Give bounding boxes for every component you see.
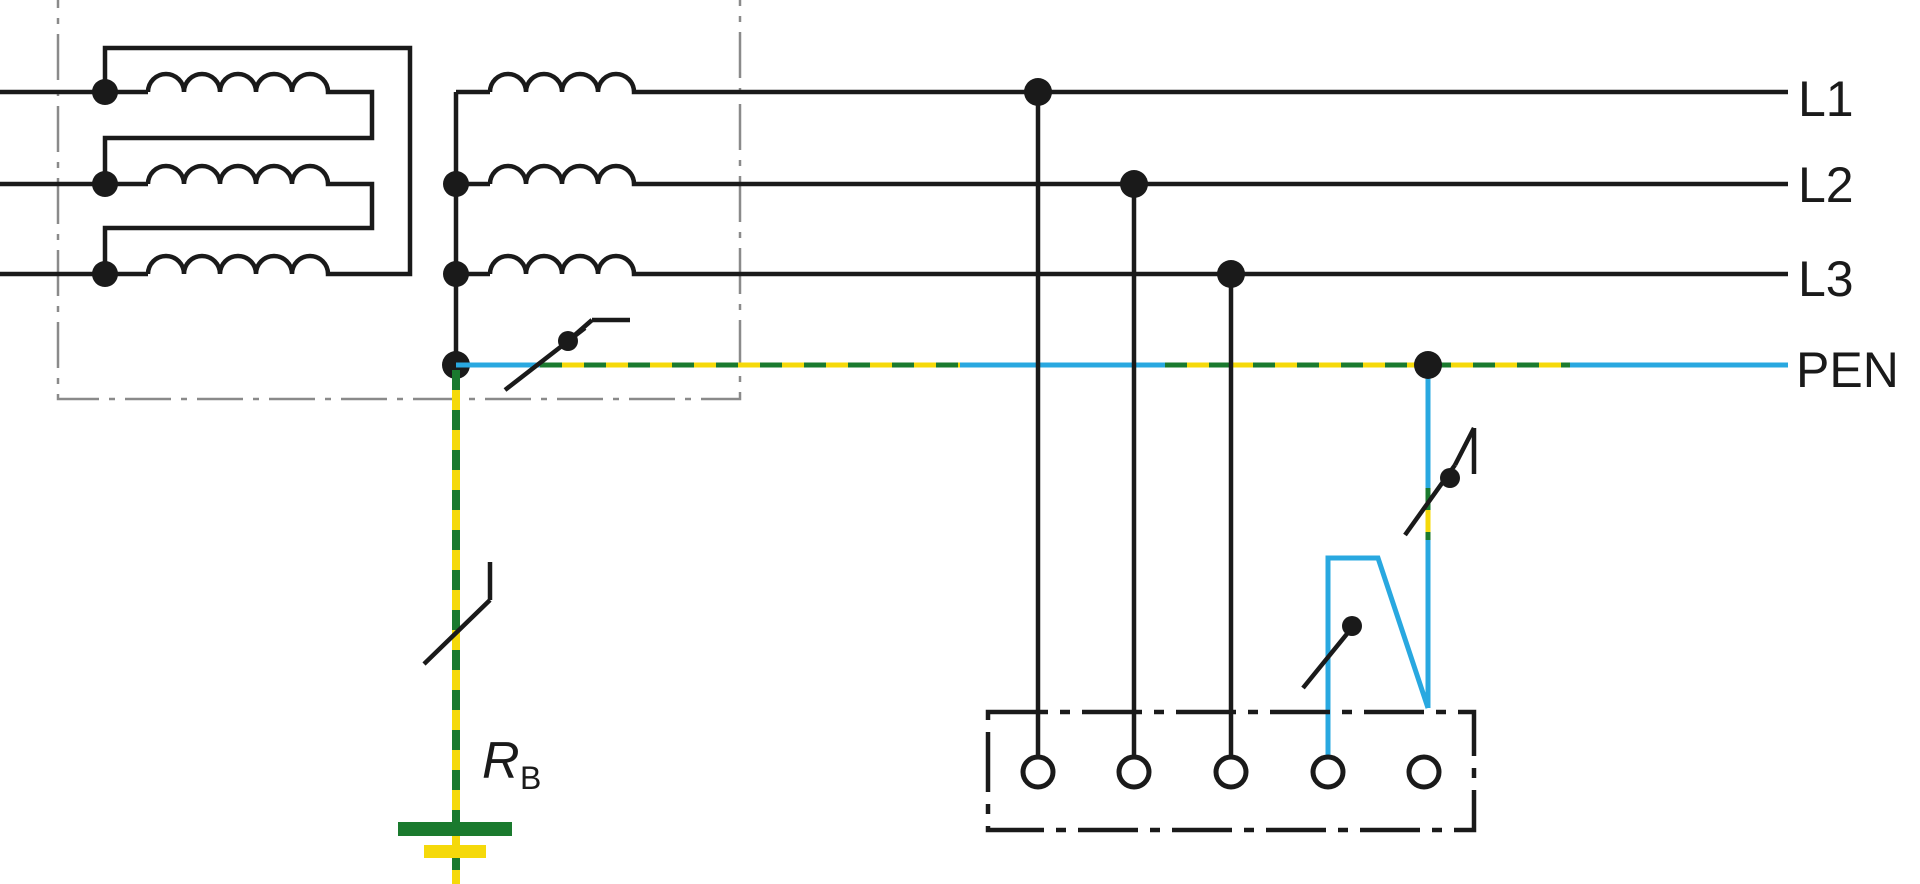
pen-split-dot	[1414, 351, 1442, 379]
l2-label: L2	[1798, 157, 1854, 213]
secondary-coil-3	[487, 253, 680, 277]
terminal-l2	[1116, 754, 1152, 790]
earth-electrode	[398, 822, 512, 858]
secondary-coil-1	[487, 71, 680, 95]
earthing-marking-symbol	[422, 562, 493, 666]
terminals	[1020, 754, 1442, 790]
primary-coil-3	[145, 253, 331, 277]
secondary-winding-star	[442, 71, 680, 379]
pen-label: PEN	[1796, 342, 1899, 398]
terminal-n	[1310, 754, 1346, 790]
primary-coil-2	[145, 163, 331, 187]
l1-label: L1	[1798, 71, 1854, 127]
primary-coil-1	[145, 71, 331, 95]
terminal-pe	[1406, 754, 1442, 790]
pen-split	[1301, 351, 1477, 758]
rb-subscript: B	[520, 760, 541, 796]
terminal-block	[985, 709, 1477, 833]
phase-drops	[1024, 78, 1245, 758]
pen-marking-symbol	[503, 317, 630, 392]
primary-winding-delta	[92, 45, 413, 287]
terminal-l1	[1020, 754, 1056, 790]
rb-symbol: R	[482, 732, 520, 790]
terminal-l3	[1213, 754, 1249, 790]
l3-label: L3	[1798, 251, 1854, 307]
transformer-enclosure	[56, 0, 742, 401]
secondary-coil-2	[487, 163, 680, 187]
rb-label: R	[482, 732, 520, 790]
primary-input-lines	[0, 89, 105, 277]
